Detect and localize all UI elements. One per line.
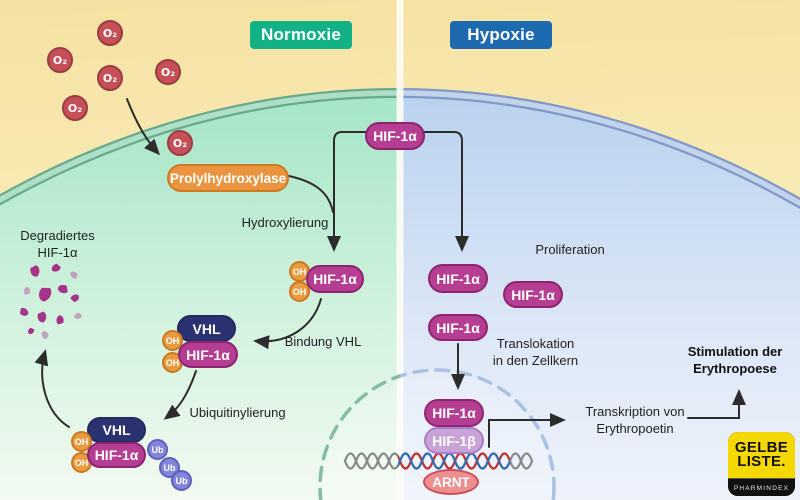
vhl-label: VHL [192,320,221,337]
prolylhydroxylase-pill: Prolylhydroxylase [167,164,289,192]
ubiquitination-text: Ubiquitinylierung [189,405,286,420]
panel-divider [396,0,404,500]
oh-label: OH [292,266,307,277]
arrow-degradation [34,349,70,428]
normoxie-badge-label: Normoxie [260,25,341,44]
ubiquitination-label: Ubiquitinylierung [185,405,290,422]
degraded-fragments [19,263,82,340]
oh-label: OH [165,357,180,368]
degraded-hif1a-label: Degradiertes HIF-1α [10,228,105,262]
logo-subtitle: PHARMINDEX [728,478,795,496]
hif1a-label: HIF-1α [373,128,417,144]
hif1a-label: HIF-1α [436,270,480,287]
hif1a-pill-hydroxylated: HIF-1α [306,265,364,293]
logo-subtitle-text: PHARMINDEX [733,484,790,492]
hif1a-pill-hypoxie-3: HIF-1α [428,314,488,341]
o2-label: O₂ [67,101,83,115]
proliferation-label: Proliferation [525,242,615,259]
hif1a-label: HIF-1α [432,405,476,421]
arrow-ubiquitination [163,370,197,420]
transcription-label: Transkription von Erythropoetin [579,404,691,438]
stimulation-line1: Stimulation der [687,344,783,359]
oh-group: OH [162,330,183,351]
pathway-arrows [34,98,746,448]
oh-group: OH [71,431,92,452]
vhl-binding-label: Bindung VHL [278,334,368,351]
arnt-pill: ARNT [423,469,479,495]
o2-molecule: O₂ [97,65,123,91]
ubiquitin: Ub [147,439,168,460]
hif1a-pill-vhl-bound: HIF-1α [178,341,238,368]
o2-molecule: O₂ [47,47,73,73]
logo-line1: GELBE [734,438,789,456]
oh-label: OH [74,436,89,447]
o2-label: O₂ [102,71,118,85]
hif1a-pill-hypoxie-2: HIF-1α [503,281,563,308]
hif1a-pill-hypoxie-1: HIF-1α [428,264,488,293]
hydroxylation-label: Hydroxylierung [230,215,340,232]
arrow-stimulation [687,389,746,419]
o2-molecule: O₂ [155,59,181,85]
degraded-line2: HIF-1α [37,244,78,260]
arrow-transcription [488,413,566,448]
oh-label: OH [74,457,89,468]
ub-label: Ub [163,462,176,473]
prolylhydroxylase-label: Prolylhydroxylase [169,170,287,186]
hif1a-label: HIF-1α [436,319,480,336]
ubiquitin: Ub [171,470,192,491]
translocation-line1: Translokation [496,336,575,351]
hypoxie-badge: Hypoxie [450,21,552,49]
oh-label: OH [165,335,180,346]
vhl-binding-text: Bindung VHL [284,334,362,349]
vhl-pill: VHL [87,417,146,443]
arrow-o2-entry [126,98,161,156]
stimulation-label: Stimulation der Erythropoese [684,344,786,378]
hif1a-pill-ubiquitinylated: HIF-1α [87,442,146,468]
o2-label: O₂ [172,136,188,150]
normoxie-badge: Normoxie [250,21,352,49]
hif1a-label: HIF-1α [313,271,357,287]
hif1a-pill-nucleus: HIF-1α [424,399,484,427]
o2-molecule-intracellular: O₂ [167,130,193,156]
arnt-label: ARNT [432,474,470,490]
nucleus-boundary-right [400,368,556,500]
ub-label: Ub [151,444,164,455]
oh-label: OH [292,286,307,297]
logo-line2: LISTE. [737,453,786,470]
hif1a-label: HIF-1α [511,286,555,303]
logo-wordmark: GELBE LISTE. [728,432,795,478]
o2-molecule: O₂ [97,20,123,46]
hypoxie-badge-label: Hypoxie [467,25,535,44]
cytoplasm-right [400,93,800,500]
cytoplasm-left [0,93,400,500]
hydroxylation-text: Hydroxylierung [241,215,329,230]
degraded-line1: Degradiertes [20,228,95,243]
hif1b-label: HIF-1β [432,432,476,449]
hif1a-label: HIF-1α [186,346,230,363]
vhl-label: VHL [102,422,131,438]
translocation-line2: in den Zellkern [492,352,579,368]
o2-label: O₂ [160,65,176,79]
arrow-hif1a-to-normoxie [327,131,367,252]
connector-prolylhydroxylase [288,175,334,213]
stimulation-line2: Erythropoese [693,360,777,376]
arrow-vhl-binding [253,298,322,350]
oh-group: OH [289,281,310,302]
transcription-line2: Erythropoetin [596,420,674,436]
ub-label: Ub [175,475,188,486]
translocation-label: Translokation in den Zellkern [488,336,583,370]
vhl-pill: VHL [177,315,236,342]
hif1a-pill-central: HIF-1α [365,122,425,150]
hif1a-label: HIF-1α [94,447,139,463]
transcription-line1: Transkription von [585,404,685,419]
cell-right-half [400,88,800,500]
o2-label: O₂ [52,53,68,67]
gelbe-liste-logo: GELBE LISTE. PHARMINDEX [728,432,795,496]
proliferation-text: Proliferation [535,242,605,257]
o2-molecule: O₂ [62,95,88,121]
o2-label: O₂ [102,26,118,40]
arrow-hif1a-to-hypoxie [423,131,469,252]
hif1b-pill-nucleus: HIF-1β [424,427,484,454]
